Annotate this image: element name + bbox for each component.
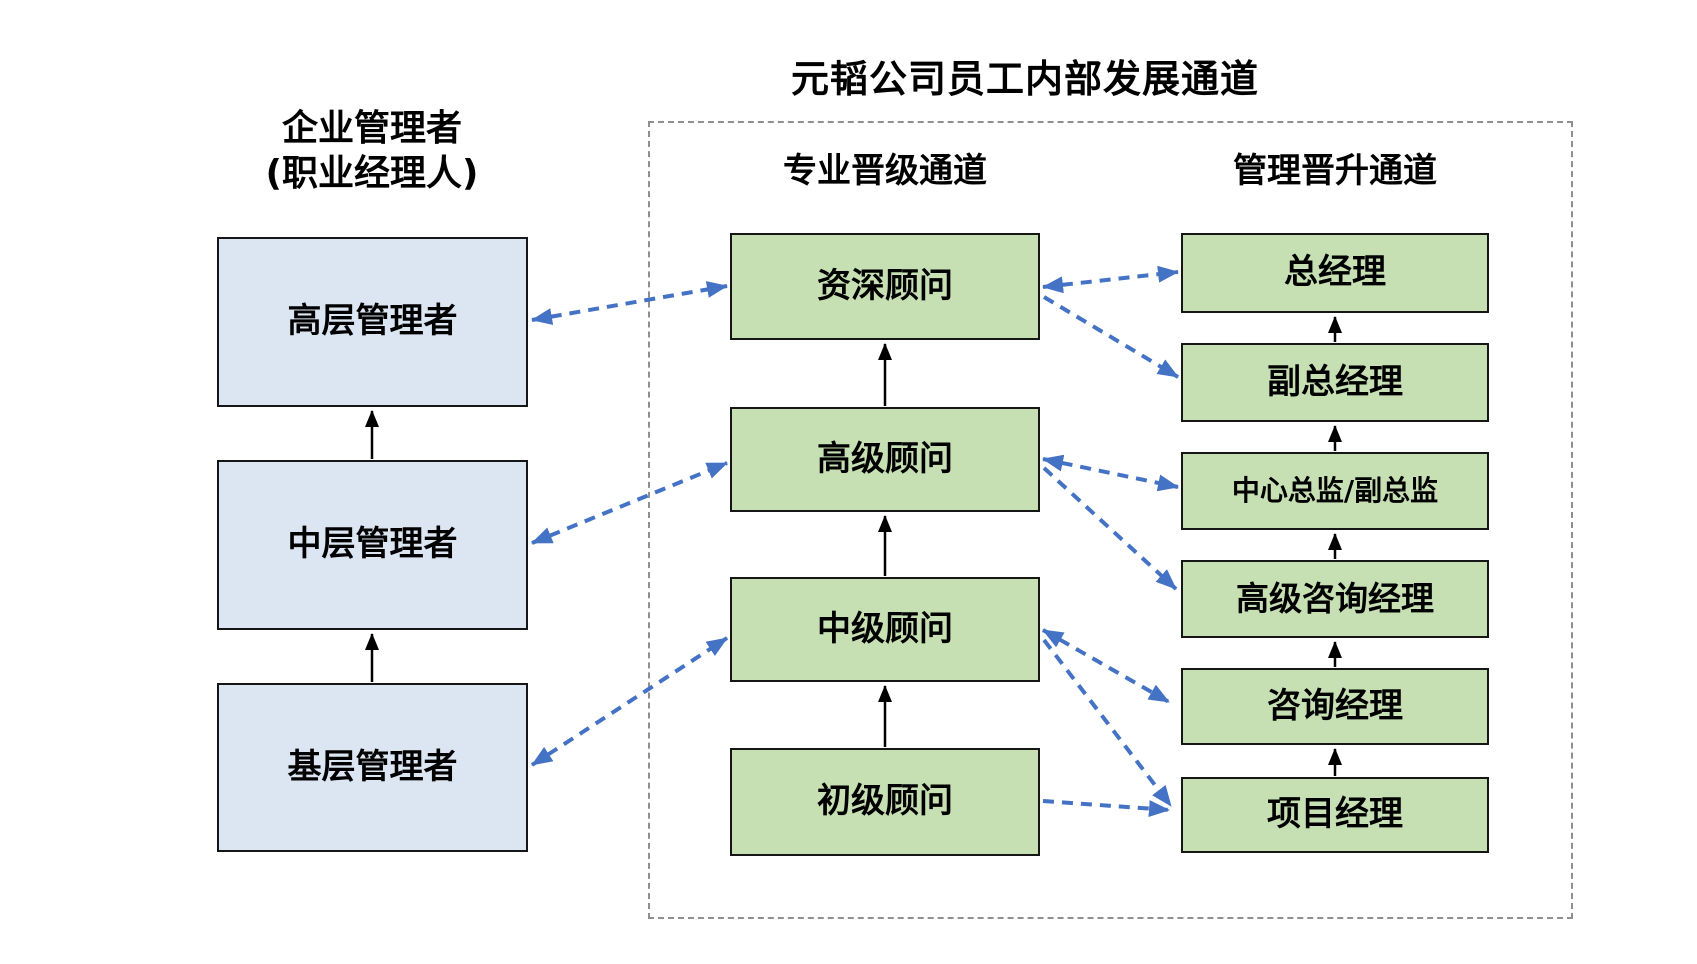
box-consulting-manager: 咨询经理 <box>1181 668 1489 745</box>
left-group-header: 企业管理者 (职业经理人) <box>197 106 547 196</box>
box-general-manager: 总经理 <box>1181 233 1489 313</box>
box-senior-manager: 高层管理者 <box>217 237 528 407</box>
box-advanced-consultant: 高级顾问 <box>730 407 1040 512</box>
box-center-director: 中心总监/副总监 <box>1181 452 1489 530</box>
box-junior-consultant: 初级顾问 <box>730 748 1040 856</box>
box-deputy-general-manager: 副总经理 <box>1181 343 1489 422</box>
box-senior-consultant: 资深顾问 <box>730 233 1040 340</box>
management-channel-header: 管理晋升通道 <box>1233 151 1437 191</box>
left-group-header-line2: (职业经理人) <box>265 153 479 194</box>
diagram-title: 元韬公司员工内部发展通道 <box>790 57 1259 101</box>
box-senior-consulting-manager: 高级咨询经理 <box>1181 560 1489 638</box>
professional-channel-header: 专业晋级通道 <box>783 151 987 191</box>
left-group-header-line1: 企业管理者 <box>281 108 462 149</box>
box-grassroots-manager: 基层管理者 <box>217 683 528 852</box>
box-project-manager: 项目经理 <box>1181 777 1489 853</box>
box-middle-manager: 中层管理者 <box>217 460 528 630</box>
box-intermediate-consultant: 中级顾问 <box>730 577 1040 682</box>
